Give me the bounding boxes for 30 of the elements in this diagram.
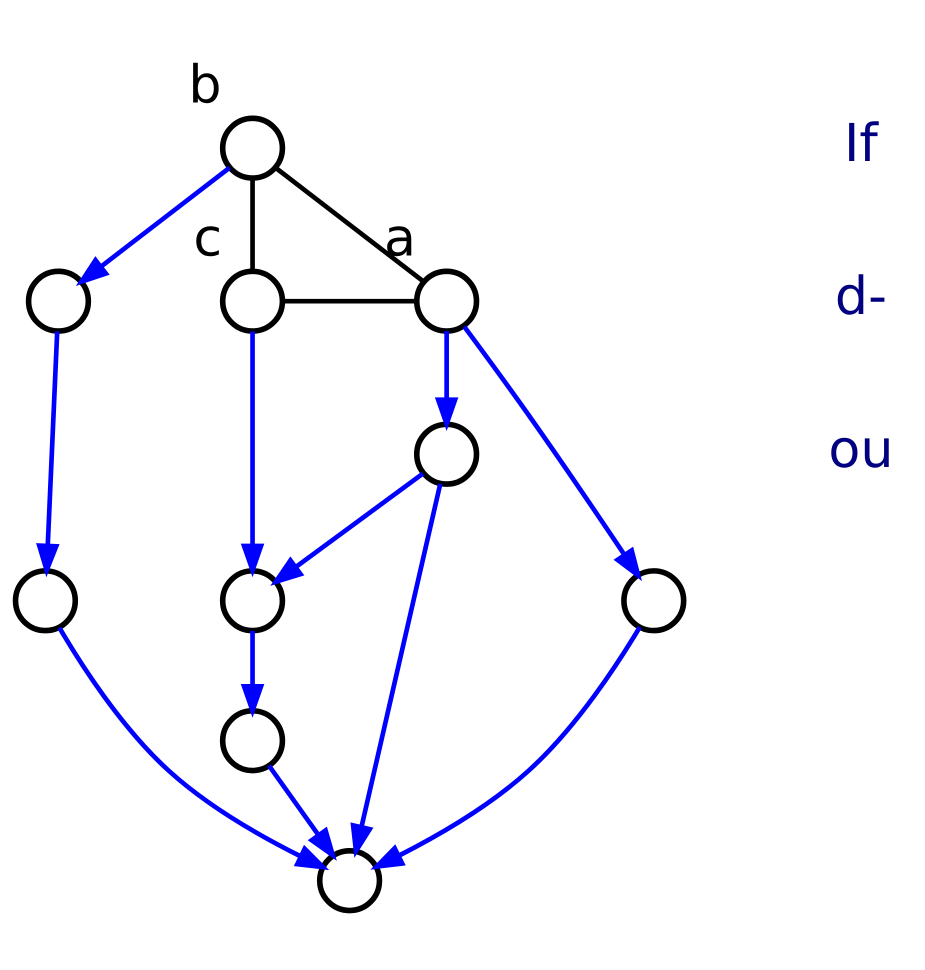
- node-circle: [220, 115, 286, 180]
- arrow: [240, 630, 264, 718]
- node-circle: [26, 268, 92, 334]
- label: d-: [834, 266, 887, 327]
- node-circle: [414, 268, 480, 334]
- node-label: b: [188, 54, 222, 115]
- node-circle: [316, 848, 382, 913]
- arrow: [57, 626, 330, 870]
- arrow: [76, 165, 231, 286]
- node-label: a: [384, 208, 416, 268]
- node-circle: [220, 568, 286, 633]
- label: If: [844, 114, 878, 174]
- arrow: [270, 471, 424, 586]
- connector: [282, 298, 417, 304]
- node-label: c: [193, 208, 222, 268]
- node-circle: [220, 268, 286, 334]
- label: ou: [828, 420, 894, 480]
- connector: [274, 165, 426, 283]
- arrow: [267, 764, 337, 860]
- connector: [250, 178, 255, 270]
- node-circle: [621, 568, 686, 633]
- arrow: [370, 625, 642, 870]
- arrow: [462, 324, 642, 581]
- arrow: [350, 482, 443, 858]
- node-circle: [220, 708, 286, 773]
- arrow: [240, 330, 264, 577]
- node-circle: [12, 568, 78, 633]
- node-circle: [414, 421, 480, 486]
- arrow: [36, 330, 60, 577]
- arrow: [434, 330, 458, 430]
